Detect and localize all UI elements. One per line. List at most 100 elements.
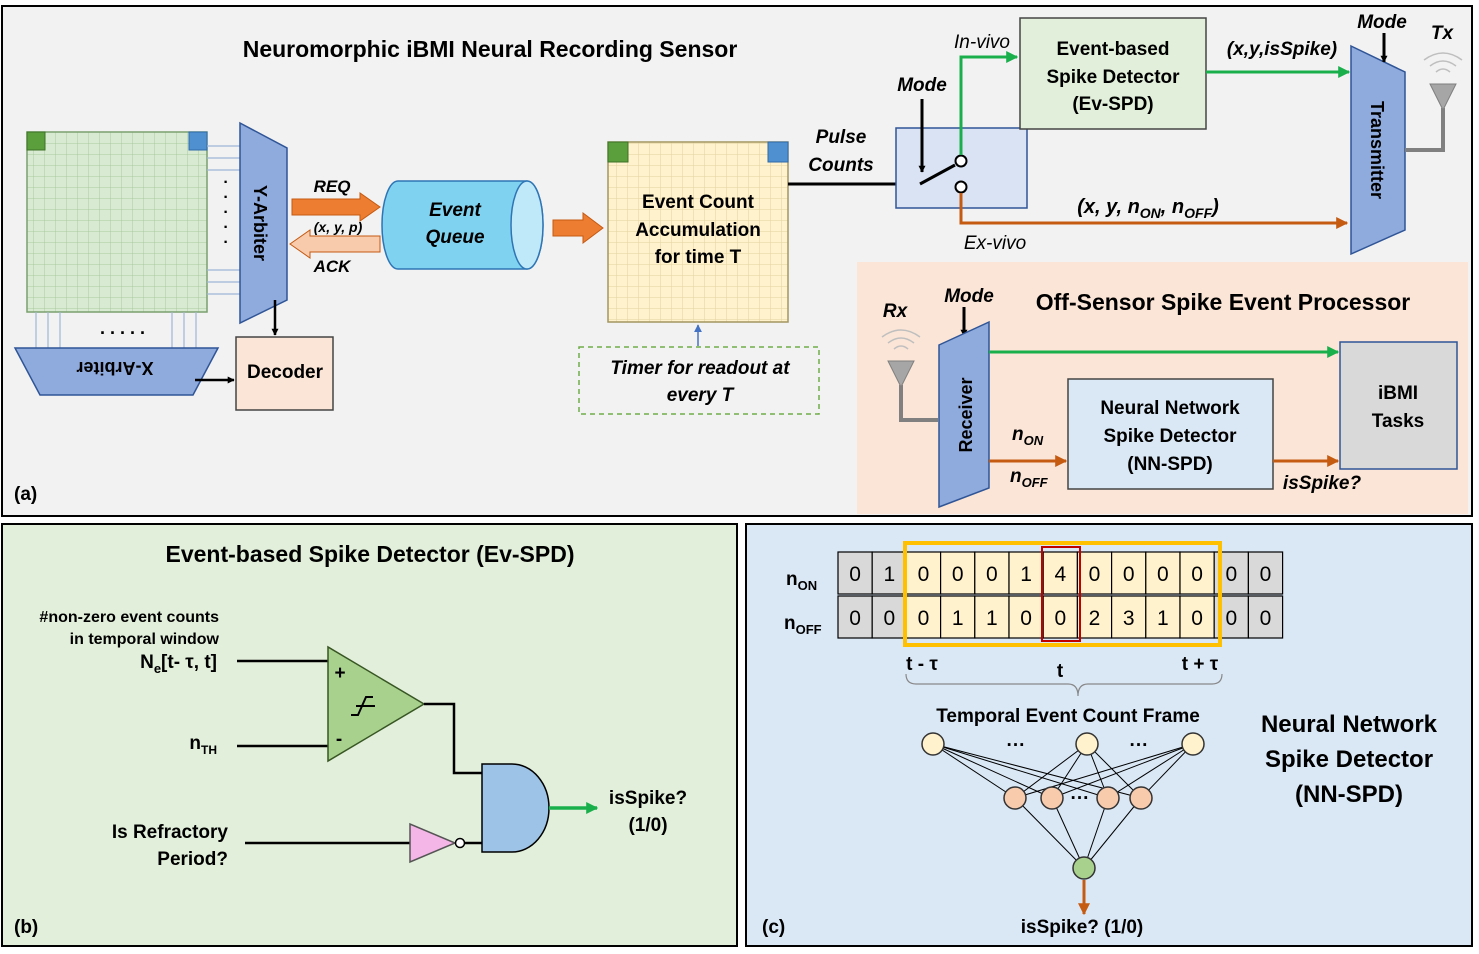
receiver: Receiver — [938, 320, 990, 509]
grid-cell-value: 0 — [1054, 607, 1066, 630]
ack-label: ACK — [313, 257, 353, 276]
decoder-box: Decoder — [235, 336, 334, 411]
input1-desc-1: #non-zero event counts — [39, 609, 219, 626]
nn-input-node — [1075, 732, 1099, 756]
input-ellipsis-2: ··· — [1130, 735, 1149, 756]
grid-cell — [1179, 551, 1215, 595]
nn-hidden-node — [1129, 786, 1153, 810]
pulse-label-1: Pulse — [816, 127, 867, 148]
nn-connection — [1086, 743, 1142, 799]
nn-connection — [1014, 797, 1085, 869]
ibmi-tasks-box: iBMI Tasks — [1339, 341, 1458, 470]
panel-a-title: Neuromorphic iBMI Neural Recording Senso… — [243, 36, 738, 62]
grid-cell-value: 0 — [1191, 563, 1203, 586]
nn-connection — [1107, 743, 1194, 799]
grid-cell — [837, 551, 873, 595]
dots-vertical-2: · — [223, 189, 228, 206]
x-arbiter-label: X-Arbiter — [76, 358, 153, 378]
panel-c-label: (c) — [762, 917, 785, 938]
nn-hidden-node — [1040, 786, 1064, 810]
t-plus-label: t + τ — [1182, 654, 1219, 675]
in-vivo-label: In-vivo — [954, 32, 1010, 53]
mode-label-transmitter: Mode — [1357, 12, 1407, 33]
req-arrow — [291, 192, 381, 222]
input1-desc-2: in temporal window — [70, 631, 220, 648]
rx-antenna-icon — [881, 329, 938, 422]
nn-output-label: isSpike? (1/0) — [1021, 917, 1144, 938]
grid-cell-value: 2 — [1089, 607, 1101, 630]
nn-output-node — [1072, 856, 1096, 880]
comparator-minus: - — [336, 729, 342, 750]
ibmi-label-2: Tasks — [1372, 411, 1424, 432]
decoder-label: Decoder — [247, 362, 324, 383]
ex-vivo-label: Ex-vivo — [964, 233, 1026, 254]
nn-spd-box: Neural Network Spike Detector (NN-SPD) — [1067, 378, 1274, 490]
grid-cell — [1110, 595, 1147, 639]
grid-cell-value: 0 — [1089, 563, 1101, 586]
window-brace — [905, 673, 1223, 697]
ack-arrow — [289, 229, 381, 259]
grid-cell-value: 3 — [1123, 607, 1135, 630]
grid-cell-value: 0 — [918, 563, 930, 586]
nn-spd-label-3: (NN-SPD) — [1127, 454, 1213, 475]
nn-connection — [932, 743, 1109, 799]
dots-horizontal: . . . . . — [100, 318, 145, 338]
ex-vivo-output-label: (x, y, nON, nOFF) — [1077, 196, 1219, 221]
grid-cell — [1042, 595, 1078, 639]
nn-spd-label-2: Spike Detector — [1103, 426, 1237, 447]
transmitter: Transmitter — [1350, 44, 1406, 256]
output-label-2: (1/0) — [628, 815, 667, 836]
input-ellipsis-1: ··· — [1007, 735, 1026, 756]
mode-label-receiver: Mode — [944, 286, 994, 307]
ev-spd-label-1: Event-based — [1057, 39, 1170, 60]
t-minus-label: t - τ — [906, 654, 938, 675]
grid-cell-value: 0 — [849, 563, 861, 586]
nn-connection — [1083, 797, 1142, 869]
grid-cell-value: 1 — [883, 563, 895, 586]
accum-label-2: Accumulation — [635, 220, 761, 241]
nn-hidden-node — [1003, 786, 1027, 810]
not-gate — [409, 822, 466, 864]
switch-terminal-exvivo — [954, 180, 968, 194]
panel-a-label: (a) — [14, 484, 37, 505]
grid-cell — [1145, 595, 1181, 639]
input3-label-2: Period? — [157, 849, 228, 870]
grid-cell-value: 0 — [1225, 607, 1237, 630]
grid-cell — [939, 551, 976, 595]
nn-connection — [1083, 797, 1109, 869]
row-label-off: nOFF — [784, 613, 822, 637]
off-sensor-title: Off-Sensor Spike Event Processor — [1036, 289, 1411, 315]
comparator: + - — [327, 645, 426, 763]
grid-cell-value: 0 — [849, 607, 861, 630]
transmitter-label: Transmitter — [1367, 101, 1387, 199]
grid-cell-value: 0 — [918, 607, 930, 630]
nn-spd-title-2: Spike Detector — [1265, 746, 1433, 773]
grid-cell-value: 0 — [952, 563, 964, 586]
tx-label: Tx — [1431, 23, 1455, 44]
neural-network-graph — [921, 732, 1205, 880]
pulse-label-2: Counts — [808, 155, 873, 176]
grid-cell-value: 0 — [1191, 607, 1203, 630]
rx-label: Rx — [883, 301, 909, 322]
mode-label-sensor: Mode — [897, 75, 947, 96]
accum-label-3: for time T — [655, 247, 742, 268]
grid-cell — [1110, 551, 1147, 595]
dots-vertical-1: · — [223, 174, 228, 191]
grid-cell — [939, 595, 976, 639]
grid-cell — [1247, 595, 1284, 639]
nn-input-node — [1181, 732, 1205, 756]
grid-cell-value: 0 — [1260, 607, 1272, 630]
dots-vertical-4: · — [223, 219, 228, 236]
grid-cell — [974, 551, 1010, 595]
n-off-label: nOFF — [1010, 466, 1049, 490]
ev-spd-label-2: Spike Detector — [1046, 67, 1180, 88]
hidden-ellipsis: ··· — [1071, 788, 1090, 809]
xy-isspike-label: (x,y,isSpike) — [1227, 39, 1337, 60]
nn-connection — [932, 743, 1053, 799]
input3-label-1: Is Refractory — [112, 822, 229, 843]
timer-label-1: Timer for readout at — [610, 358, 790, 379]
grid-cell — [1179, 595, 1215, 639]
